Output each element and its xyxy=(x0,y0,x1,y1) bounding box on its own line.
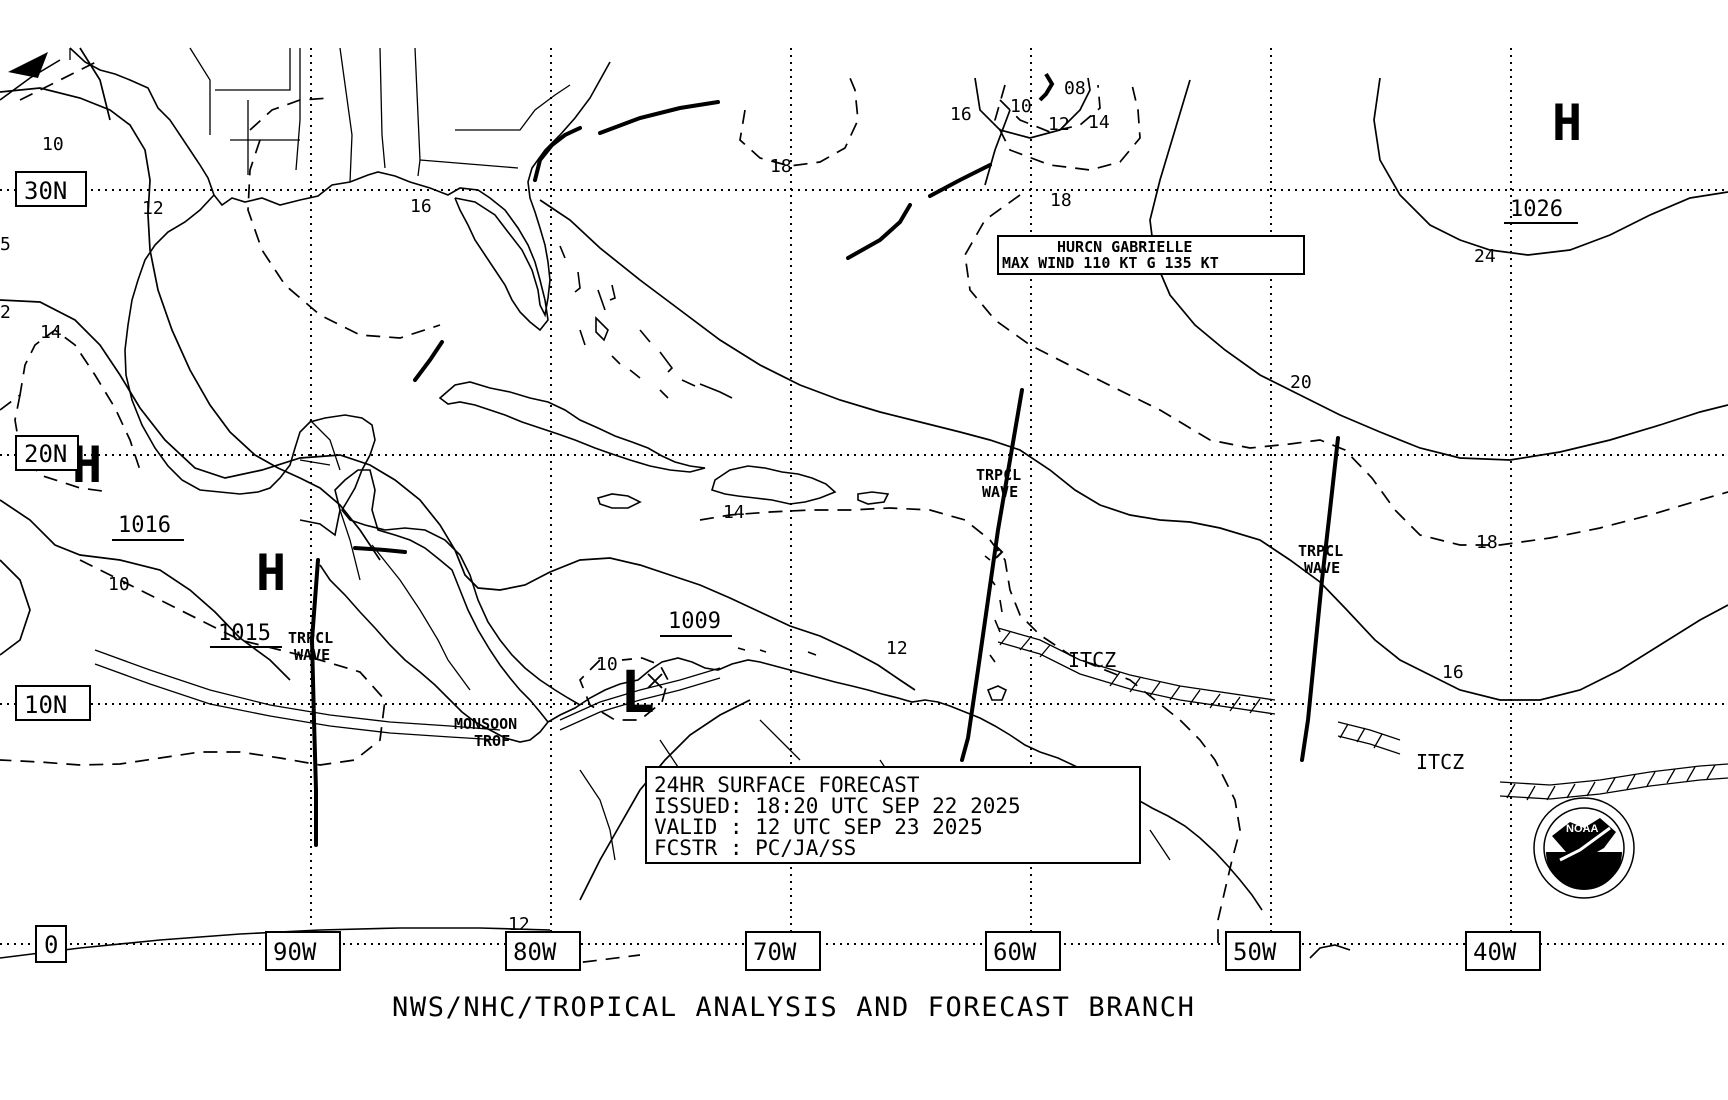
tropical-wave-60w xyxy=(960,388,1024,762)
contour-label: 16 xyxy=(1442,662,1464,683)
cuba xyxy=(438,381,706,473)
tropical-wave-label-line2: WAVE xyxy=(982,483,1018,501)
lon-label-70w: 70W xyxy=(753,938,797,966)
contour-label: 18 xyxy=(770,156,792,177)
contour-label: 12 xyxy=(886,638,908,659)
lon-label-90w: 90W xyxy=(273,938,317,966)
low-caribbean-value: 1009 xyxy=(668,609,721,634)
lat-label-30n: 30N xyxy=(24,177,67,205)
florida xyxy=(454,61,611,318)
contour-label: 16 xyxy=(410,196,432,217)
latitude-labels: 30N 20N 10N 0 xyxy=(15,171,91,963)
contour-label: 10 xyxy=(596,654,618,675)
tropical-wave-label-line1: TRPCL xyxy=(976,466,1021,484)
jamaica xyxy=(596,493,642,509)
lon-label-50w: 50W xyxy=(1233,938,1277,966)
contour-label: 14 xyxy=(40,322,62,343)
lat-label-10n: 10N xyxy=(24,691,67,719)
contour-label: 12 xyxy=(142,198,164,219)
svg-text:NOAA: NOAA xyxy=(1566,823,1598,835)
feature-labels: TRPCL WAVE TRPCL WAVE TRPCL WAVE MONSOON… xyxy=(288,466,1464,774)
contour-label: 12 xyxy=(1048,114,1070,135)
footer-credit: NWS/NHC/TROPICAL ANALYSIS AND FORECAST B… xyxy=(392,992,1196,1023)
texas-mexico-coast xyxy=(124,194,581,706)
contour-label: 10 xyxy=(108,574,130,595)
hurricane-name: HURCN GABRIELLE xyxy=(1057,238,1192,256)
hispaniola xyxy=(711,465,837,505)
longitude-labels: 90W 80W 70W 60W 50W 40W xyxy=(265,931,1541,971)
tropical-wave-label-line2: WAVE xyxy=(1304,559,1340,577)
monsoon-trough-label-line1: MONSOON xyxy=(454,715,517,733)
forecast-issued: ISSUED: 18:20 UTC SEP 22 2025 xyxy=(654,794,1021,818)
south-america-north-coast xyxy=(547,657,1263,911)
pressure-centers: H 1026 H 1016 H 1015 L 1009 xyxy=(72,94,1582,726)
itcz-band-2 xyxy=(1337,721,1728,801)
tropical-wave-label-line1: TRPCL xyxy=(1298,542,1343,560)
contour-label: 18 xyxy=(1050,190,1072,211)
fronts-and-waves xyxy=(8,52,1728,847)
lat-label-equator: 0 xyxy=(44,931,58,959)
high-atlantic-symbol: H xyxy=(1552,94,1582,152)
forecast-info-box: 24HR SURFACE FORECAST ISSUED: 18:20 UTC … xyxy=(645,766,1141,864)
gulf-coast xyxy=(0,47,549,332)
puerto-rico xyxy=(857,491,890,505)
tropical-wave-label-line2: WAVE xyxy=(294,646,330,664)
tropical-wave-89w xyxy=(309,558,320,847)
high-central-america-value: 1015 xyxy=(218,621,271,646)
hurricane-info-box: HURCN GABRIELLE MAX WIND 110 KT G 135 KT xyxy=(997,235,1305,275)
forecast-title: 24HR SURFACE FORECAST xyxy=(654,773,920,797)
itcz-band-1 xyxy=(997,627,1276,715)
contour-label: 10 xyxy=(42,134,64,155)
tropical-wave-47w xyxy=(1300,436,1340,762)
high-gulf-value: 1016 xyxy=(118,513,171,538)
lon-label-60w: 60W xyxy=(993,938,1037,966)
itcz-label: ITCZ xyxy=(1068,648,1116,672)
contour-label: 2 xyxy=(0,302,11,323)
contour-label: 18 xyxy=(1476,532,1498,553)
lon-label-40w: 40W xyxy=(1473,938,1517,966)
lat-label-20n: 20N xyxy=(24,440,67,468)
hurricane-max-wind: MAX WIND 110 KT G 135 KT xyxy=(1002,254,1219,272)
itcz-label: ITCZ xyxy=(1416,750,1464,774)
contour-label: 12 xyxy=(508,914,530,935)
isobar-labels: 10 12 16 18 16 10 08 12 14 18 24 20 18 1… xyxy=(0,78,1498,935)
contour-label: 14 xyxy=(723,502,745,523)
lon-label-80w: 80W xyxy=(513,938,557,966)
monsoon-trough-label-line2: TROF xyxy=(474,732,510,750)
contour-label: 10 xyxy=(1010,96,1032,117)
contour-label: 16 xyxy=(950,104,972,125)
contour-label: 08 xyxy=(1064,78,1086,99)
high-atlantic-value: 1026 xyxy=(1510,197,1563,222)
forecast-forecasters: FCSTR : PC/JA/SS xyxy=(654,836,856,860)
contour-label: 20 xyxy=(1290,372,1312,393)
noaa-logo: NOAA xyxy=(1533,797,1635,899)
high-central-america-symbol: H xyxy=(256,544,286,602)
tropical-wave-label-line1: TRPCL xyxy=(288,629,333,647)
contour-label: 14 xyxy=(1088,112,1110,133)
contour-label: 5 xyxy=(0,234,11,255)
central-america xyxy=(299,469,549,723)
low-caribbean-symbol: L xyxy=(620,658,655,726)
forecast-valid: VALID : 12 UTC SEP 23 2025 xyxy=(654,815,983,839)
contour-label: 24 xyxy=(1474,246,1496,267)
